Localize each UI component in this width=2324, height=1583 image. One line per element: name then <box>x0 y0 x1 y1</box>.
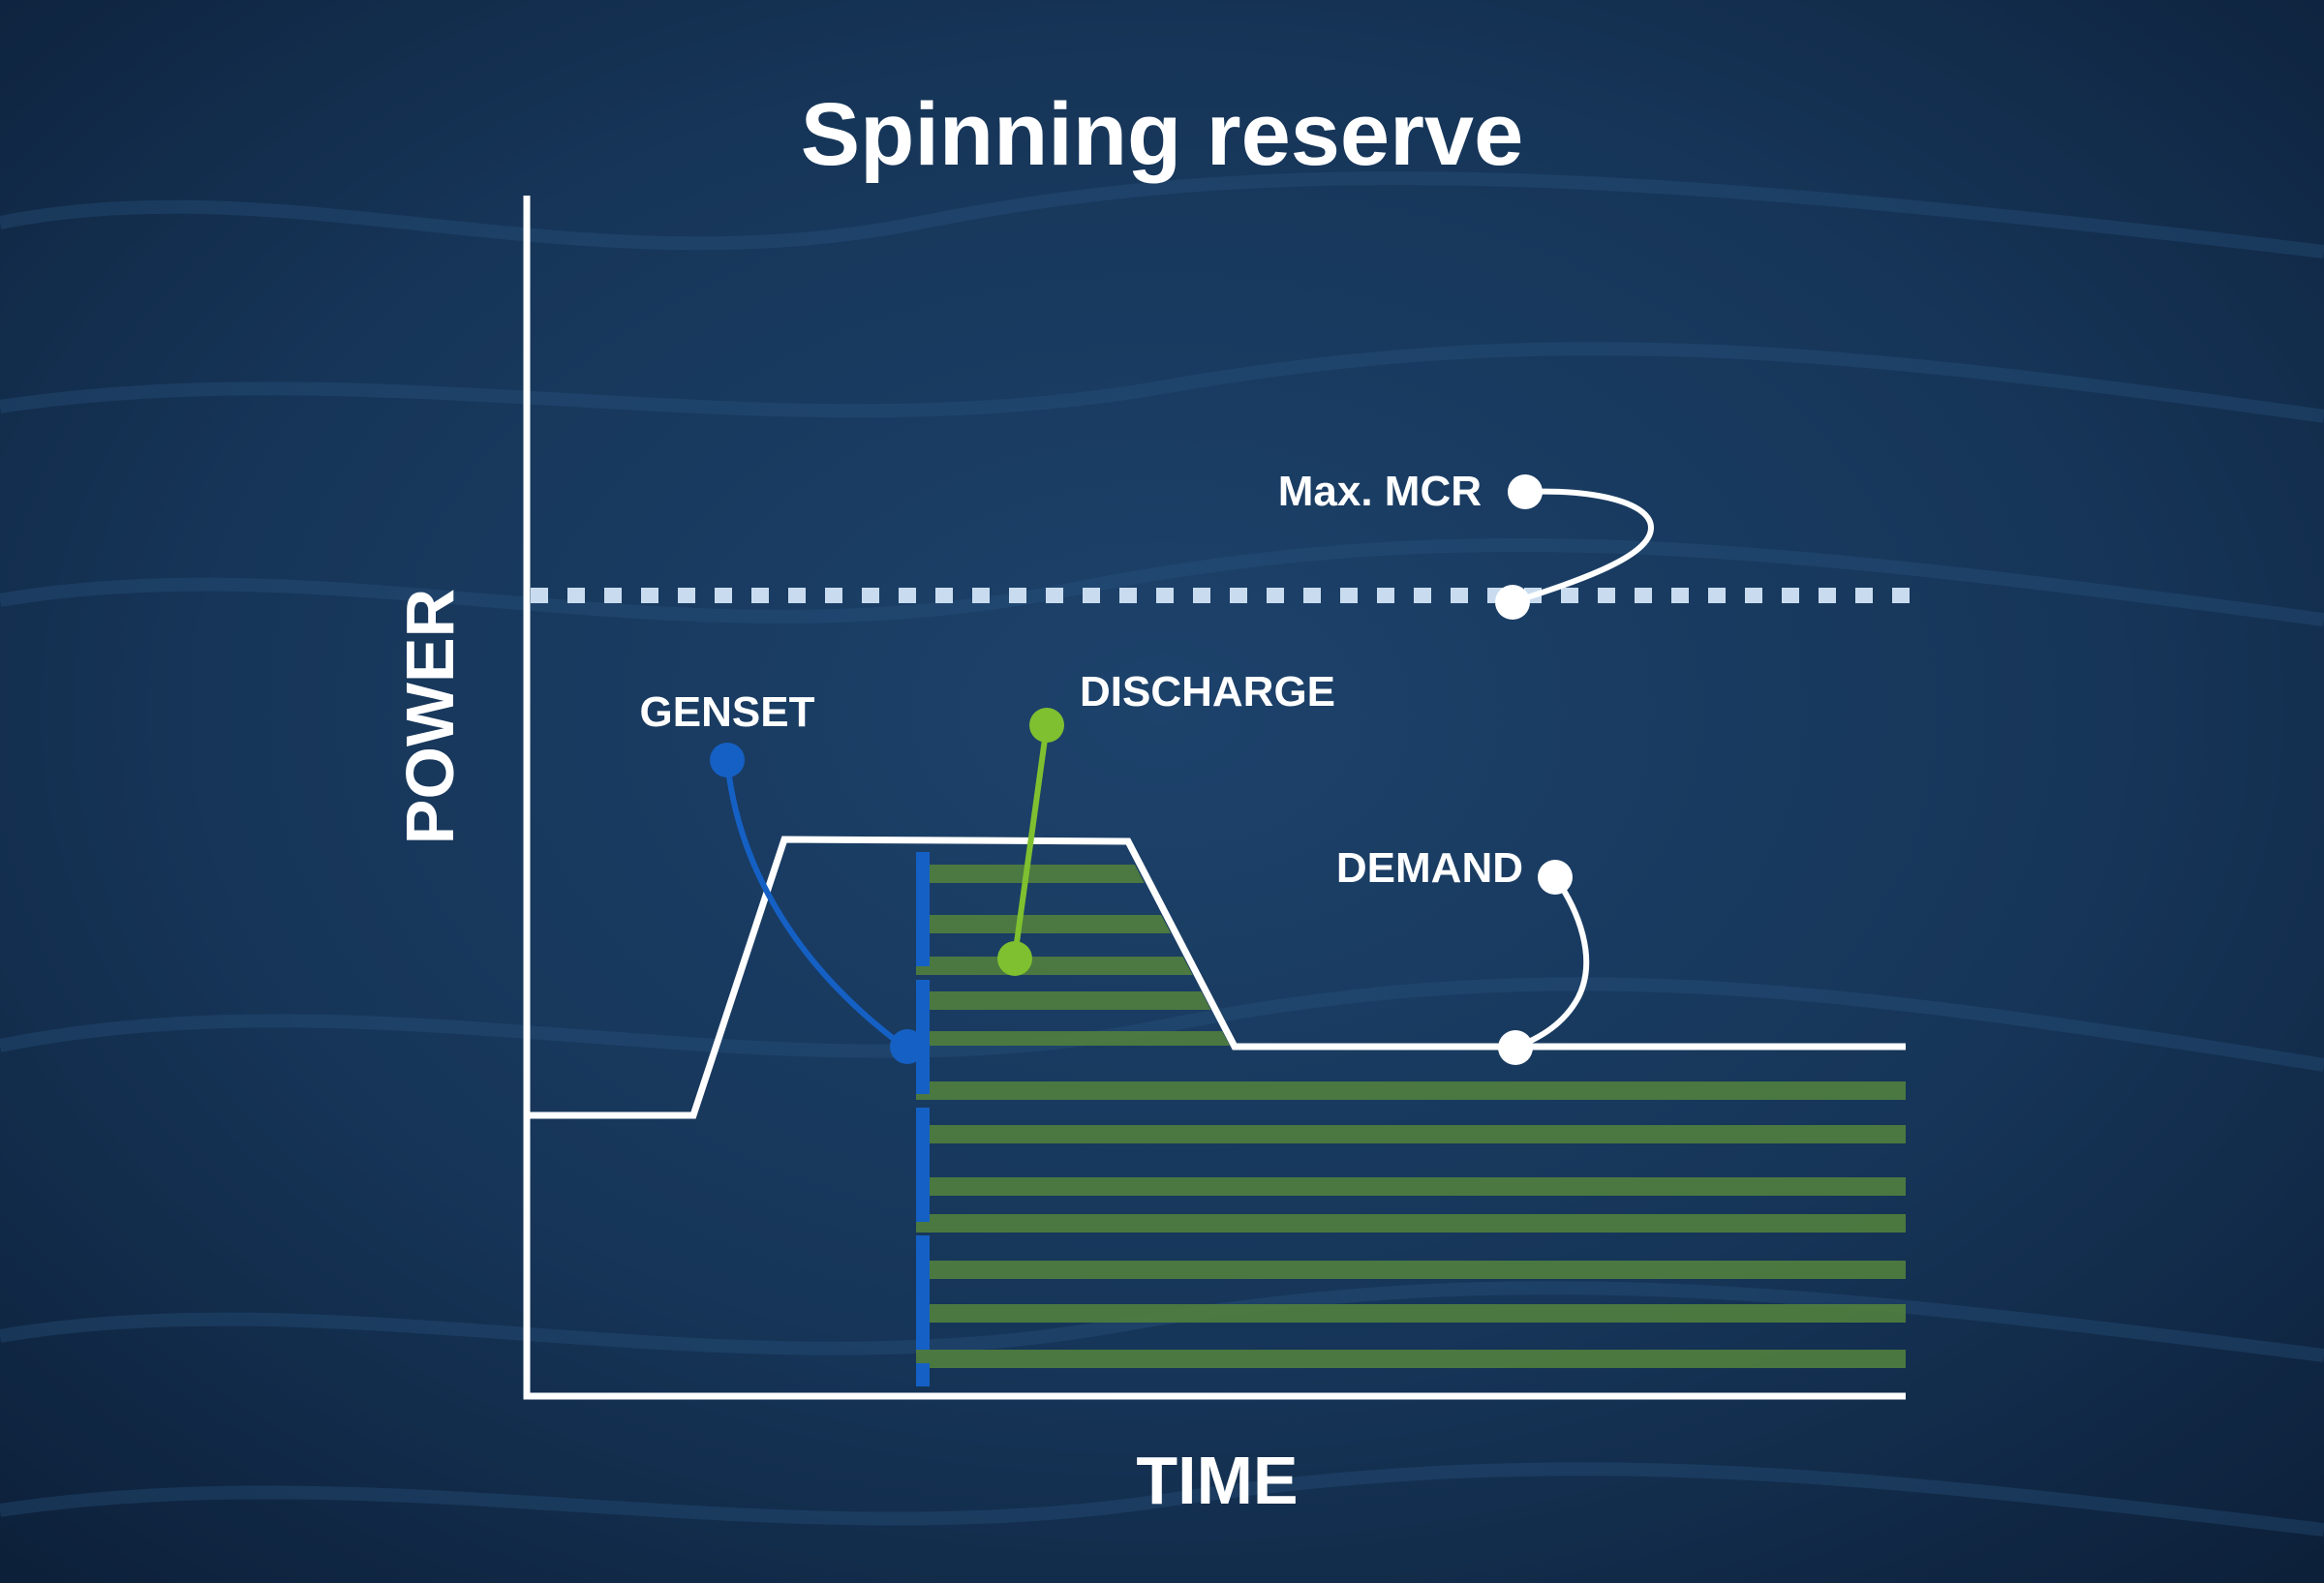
reserve-stripe <box>916 1081 1906 1100</box>
genset-connector <box>724 759 907 1050</box>
demand-line <box>530 836 1906 1119</box>
reserve-stripe <box>916 915 1230 933</box>
max-mcr-connector <box>1512 488 1655 605</box>
page-title: Spinning reserve <box>801 85 1523 184</box>
wave-texture <box>0 171 2324 1537</box>
demand-dot-icon <box>1538 860 1573 895</box>
genset-marker-dot-icon <box>890 1029 925 1064</box>
axes <box>523 196 1906 1400</box>
genset-label: GENSET <box>640 688 815 736</box>
reserve-stripe <box>916 1214 1906 1233</box>
reserve-stripe <box>916 1350 1906 1368</box>
reserve-stripe <box>916 1177 1906 1196</box>
reserve-stripe <box>916 991 1230 1010</box>
reserve-area <box>916 1081 1906 1368</box>
genset-dot-icon <box>710 743 745 777</box>
reserve-area-upper <box>916 865 1230 1046</box>
reserve-stripe <box>916 1125 1906 1143</box>
discharge-label: DISCHARGE <box>1080 668 1335 715</box>
demand-connector <box>1514 875 1590 1050</box>
max-mcr-label: Max. MCR <box>1278 468 1482 515</box>
discharge-connector <box>1012 724 1050 958</box>
max-mcr-dot-icon <box>1508 474 1543 509</box>
reserve-stripe <box>916 1261 1906 1279</box>
discharge-area-dot-icon <box>997 941 1032 976</box>
reserve-stripe <box>916 1031 1230 1046</box>
x-axis-label: TIME <box>1136 1443 1298 1518</box>
y-axis-label: POWER <box>392 589 468 844</box>
max-mcr-line-dot-icon <box>1495 585 1530 620</box>
reserve-stripe <box>916 1304 1906 1323</box>
discharge-dot-icon <box>1029 708 1064 743</box>
demand-line-dot-icon <box>1498 1030 1533 1065</box>
demand-label: DEMAND <box>1336 844 1523 892</box>
reserve-stripe <box>916 957 1230 975</box>
